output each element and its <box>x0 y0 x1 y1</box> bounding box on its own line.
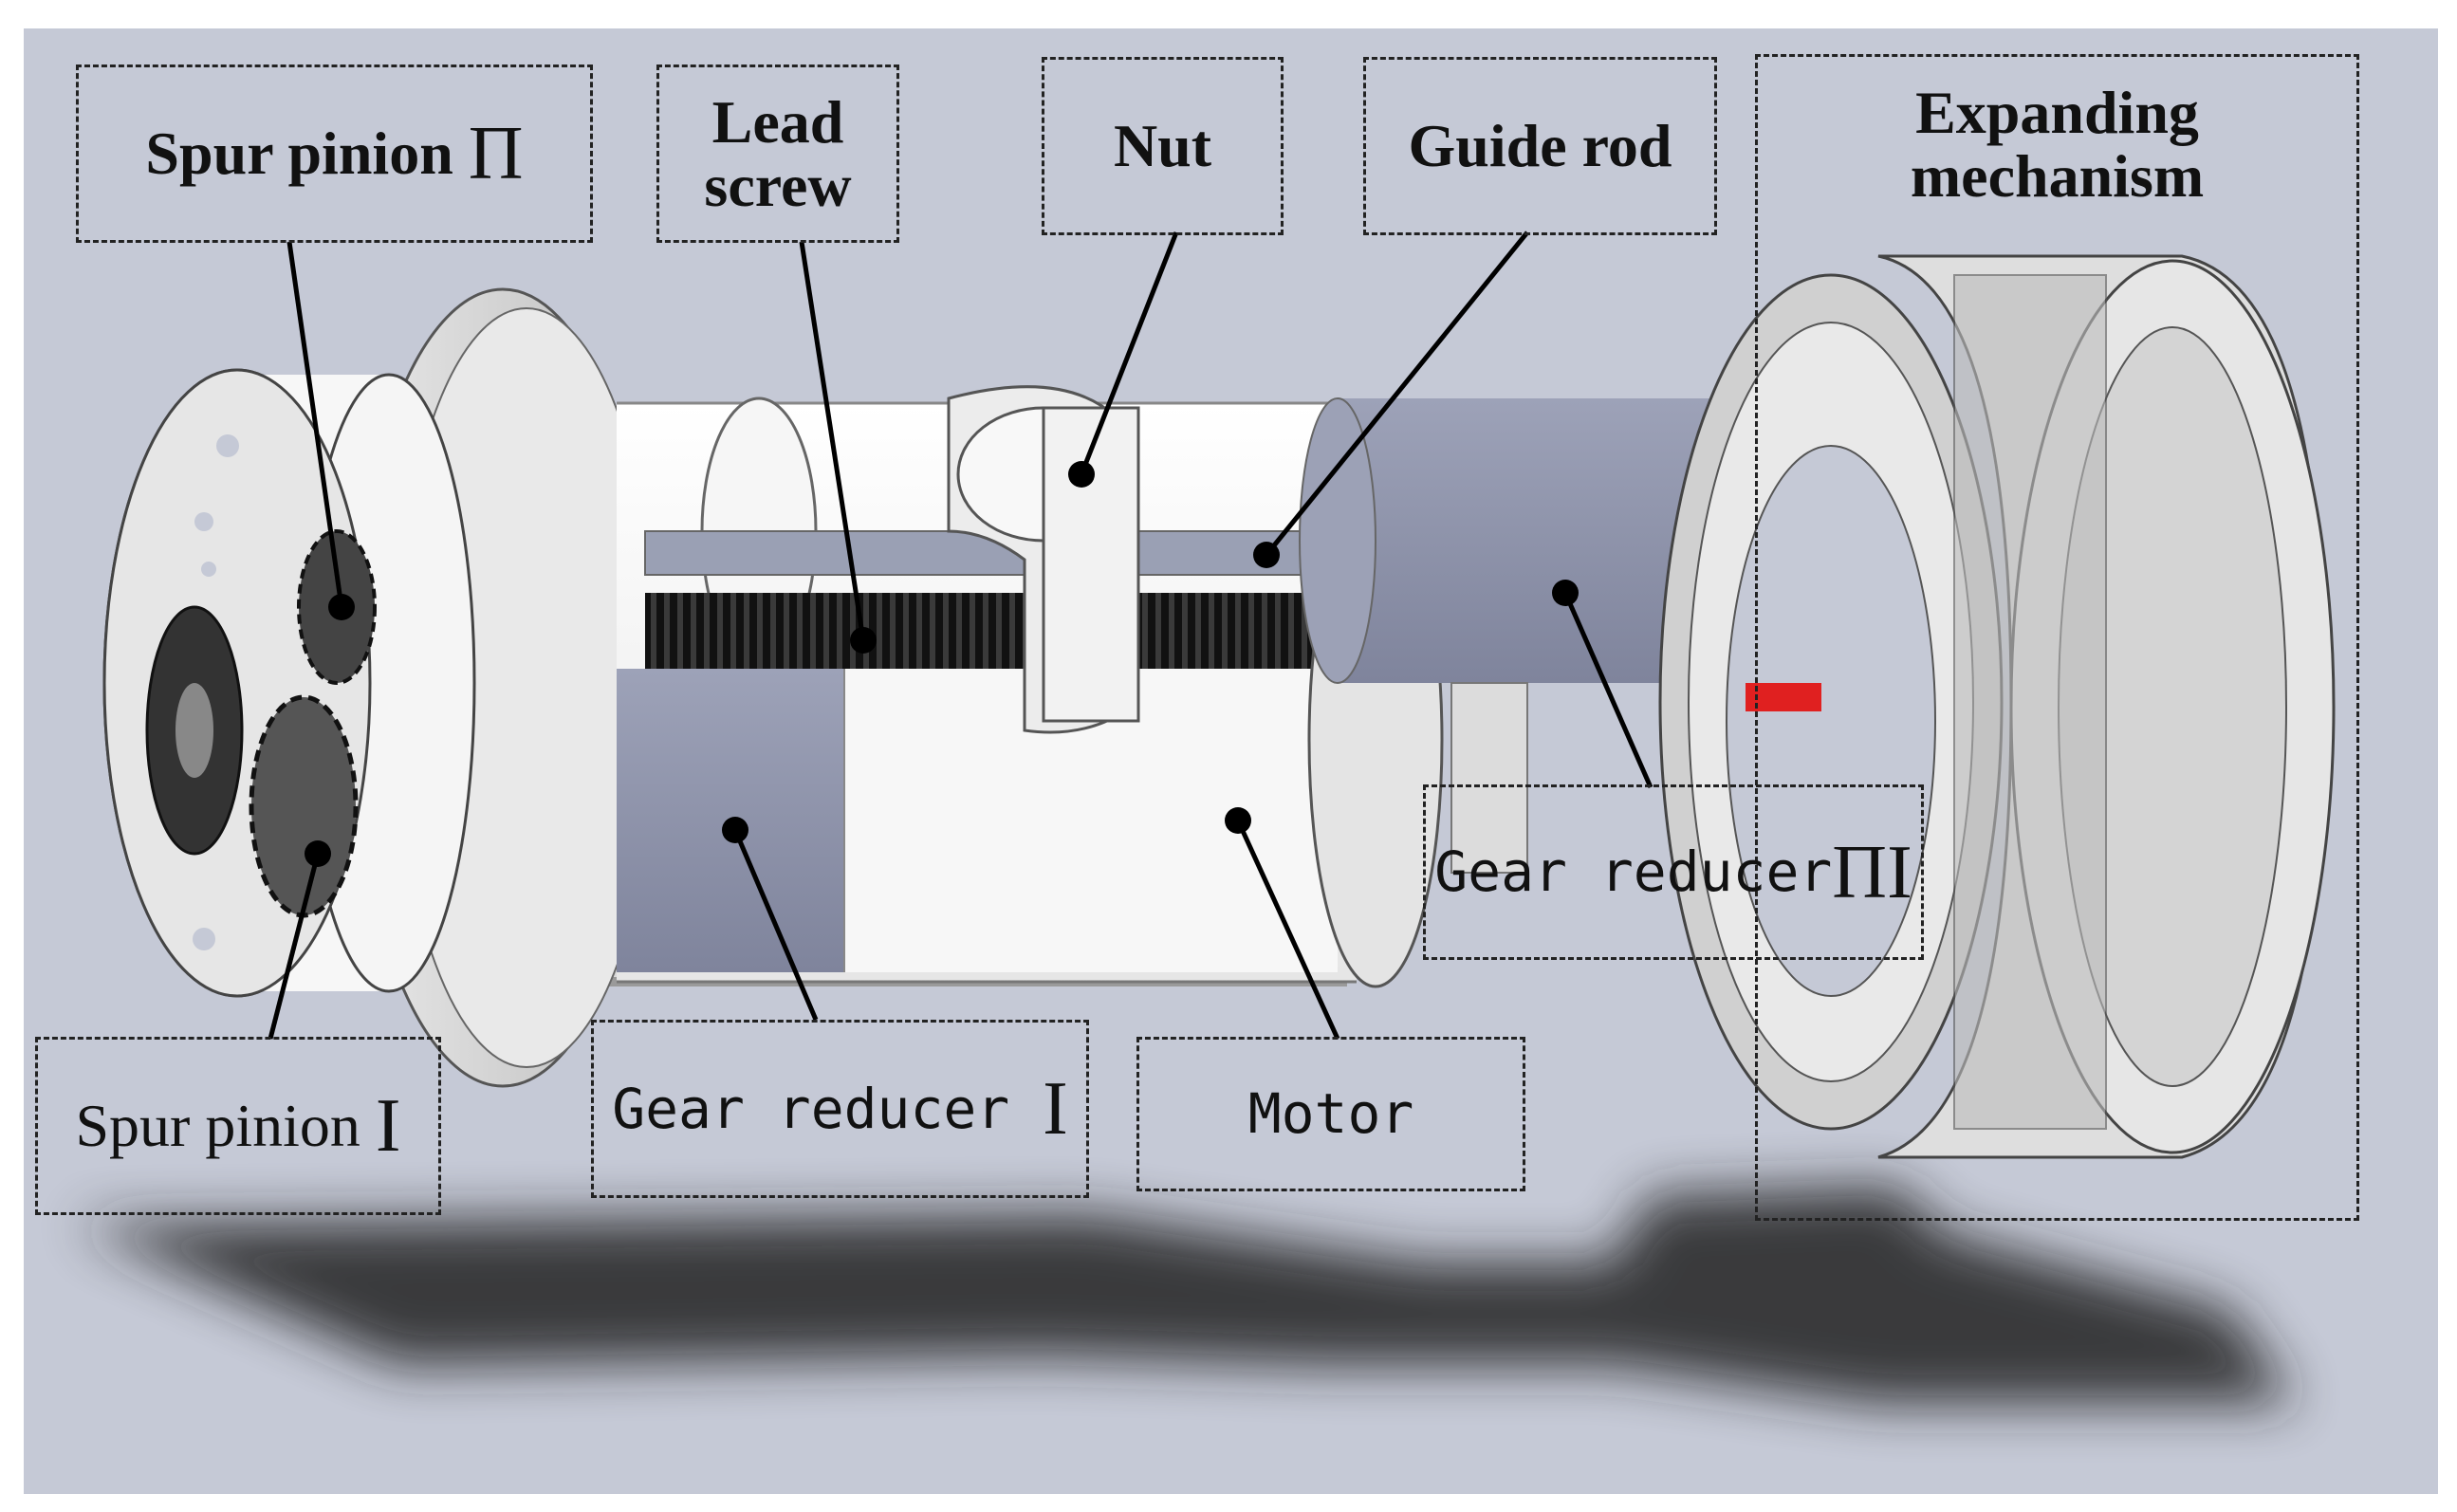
leader-motor <box>1235 819 1340 1041</box>
label-nut: Nut <box>1042 57 1284 235</box>
label-lead-screw: Lead screw <box>656 65 899 243</box>
leader-lead-screw <box>799 241 866 641</box>
pinion-1-gear <box>249 694 359 918</box>
leader-lines <box>268 230 1653 1041</box>
label-gear-reducer-1: Gear reducer I <box>591 1020 1089 1198</box>
leader-spur-pinion-2 <box>286 241 344 608</box>
label-spur-pinion-2: Spur pinion Π <box>76 65 593 243</box>
label-expanding-mechanism: Expanding mechanism <box>1755 54 2359 1221</box>
label-spur-pinion-1: Spur pinion I <box>35 1037 441 1215</box>
expanding-mechanism-title: Expanding mechanism <box>1910 79 2205 211</box>
leader-dots <box>305 461 1579 867</box>
label-motor: Motor <box>1136 1037 1525 1191</box>
label-guide-rod: Guide rod <box>1363 57 1717 235</box>
leader-gear-reducer-1 <box>732 829 819 1021</box>
red-detail <box>1746 683 1821 711</box>
leader-guide-rod <box>1265 230 1529 557</box>
leader-nut <box>1079 231 1179 475</box>
guide-rod <box>644 530 1367 576</box>
leader-gear-reducer-2 <box>1562 591 1653 789</box>
leader-spur-pinion-1 <box>268 853 321 1040</box>
lead-screw <box>645 593 1366 669</box>
cast-shadow <box>76 1186 2296 1404</box>
